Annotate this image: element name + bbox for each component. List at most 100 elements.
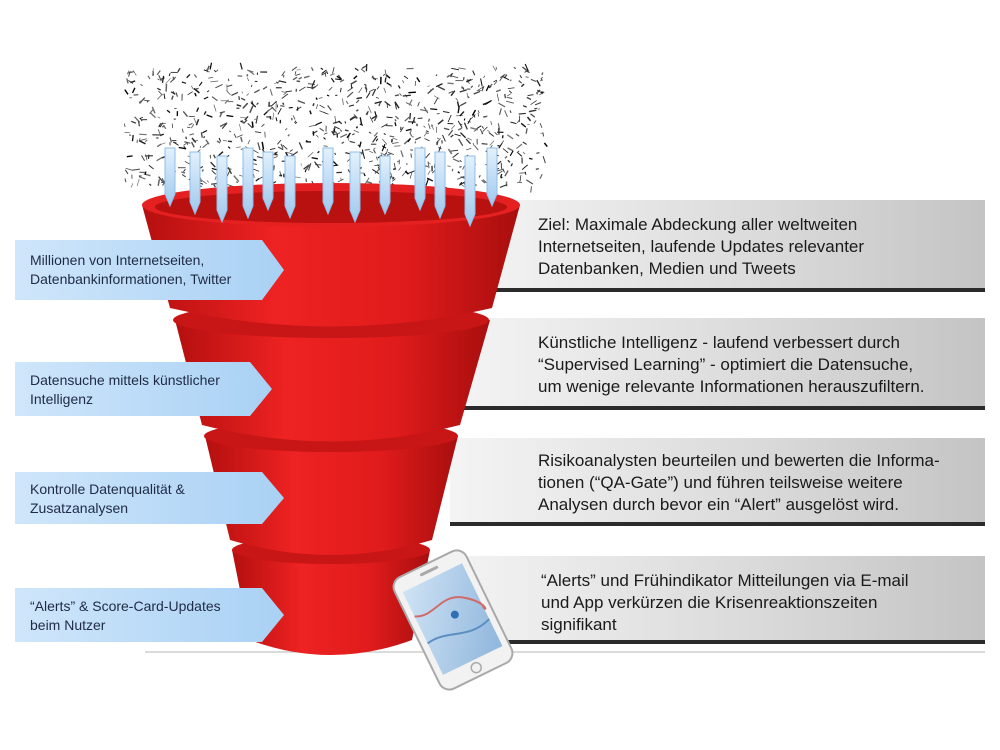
noise-stroke — [181, 81, 187, 84]
noise-stroke — [209, 62, 213, 70]
noise-stroke — [311, 79, 316, 88]
noise-stroke — [448, 90, 454, 94]
noise-stroke — [295, 73, 301, 76]
noise-stroke — [473, 114, 476, 118]
noise-stroke — [140, 138, 147, 141]
noise-stroke — [221, 123, 227, 129]
noise-stroke — [423, 132, 428, 137]
noise-stroke — [238, 96, 240, 100]
noise-stroke — [354, 67, 359, 72]
noise-stroke — [130, 80, 136, 84]
noise-stroke — [430, 108, 438, 111]
noise-stroke — [450, 134, 454, 138]
noise-stroke — [194, 92, 197, 97]
noise-stroke — [326, 70, 329, 75]
noise-stroke — [386, 148, 388, 154]
noise-stroke — [435, 83, 443, 88]
noise-stroke — [530, 113, 536, 118]
left-label-1-line-1: Millionen von Internetseiten, — [30, 252, 205, 268]
noise-stroke — [269, 89, 273, 96]
noise-stroke — [442, 134, 446, 142]
noise-stroke — [355, 126, 359, 129]
noise-stroke — [244, 116, 249, 121]
noise-stroke — [450, 75, 459, 79]
noise-stroke — [193, 74, 198, 78]
noise-stroke — [337, 178, 344, 183]
noise-stroke — [435, 138, 441, 144]
noise-stroke — [358, 87, 363, 94]
noise-stroke — [506, 100, 514, 104]
noise-stroke — [247, 122, 253, 129]
noise-stroke — [425, 153, 431, 159]
noise-stroke — [326, 94, 330, 97]
noise-stroke — [528, 109, 537, 113]
right-panel-3-line-3: Analysen durch bevor ein “Alert” ausgelö… — [538, 495, 899, 514]
noise-stroke — [274, 152, 278, 156]
noise-stroke — [368, 106, 372, 114]
left-label-arrow-2 — [15, 362, 272, 416]
noise-stroke — [145, 154, 148, 161]
noise-stroke — [506, 134, 514, 140]
noise-stroke — [423, 125, 426, 128]
noise-stroke — [497, 160, 502, 165]
noise-stroke — [277, 139, 282, 145]
data-noise-icon — [124, 62, 548, 194]
noise-stroke — [425, 178, 430, 186]
noise-stroke — [436, 112, 440, 115]
noise-stroke — [157, 116, 161, 119]
noise-stroke — [316, 134, 319, 138]
down-arrow-icon — [189, 151, 201, 216]
noise-stroke — [458, 138, 464, 147]
noise-stroke — [499, 73, 506, 79]
noise-stroke — [488, 85, 492, 89]
noise-stroke — [394, 119, 397, 122]
noise-stroke — [426, 177, 434, 182]
noise-stroke — [249, 105, 254, 114]
noise-stroke — [203, 111, 207, 116]
noise-stroke — [309, 110, 312, 115]
noise-stroke — [457, 120, 463, 128]
noise-stroke — [381, 143, 386, 152]
noise-stroke — [323, 132, 328, 135]
noise-stroke — [292, 76, 298, 81]
noise-stroke — [285, 90, 292, 93]
noise-stroke — [353, 75, 358, 80]
noise-stroke — [315, 97, 318, 100]
noise-stroke — [203, 96, 209, 100]
noise-stroke — [375, 156, 378, 161]
noise-stroke — [397, 85, 401, 89]
noise-stroke — [213, 184, 216, 188]
noise-stroke — [515, 133, 520, 137]
noise-stroke — [126, 155, 133, 158]
arrow-group — [164, 147, 498, 228]
down-arrow-icon — [216, 155, 228, 224]
noise-stroke — [281, 93, 289, 99]
noise-stroke — [427, 85, 431, 87]
noise-stroke — [467, 95, 470, 99]
noise-stroke — [466, 78, 472, 83]
noise-stroke — [392, 137, 398, 140]
noise-stroke — [481, 126, 484, 129]
noise-stroke — [494, 131, 498, 136]
noise-stroke — [219, 112, 223, 118]
noise-stroke — [507, 87, 515, 90]
noise-stroke — [452, 152, 459, 159]
noise-stroke — [402, 94, 411, 97]
noise-stroke — [250, 102, 257, 108]
noise-stroke — [177, 67, 181, 73]
noise-stroke — [254, 89, 260, 94]
noise-stroke — [360, 151, 363, 155]
noise-stroke — [334, 126, 340, 130]
noise-stroke — [201, 169, 205, 172]
noise-stroke — [172, 141, 179, 146]
noise-stroke — [161, 75, 165, 83]
noise-stroke — [405, 128, 412, 132]
noise-stroke — [530, 78, 537, 83]
noise-stroke — [246, 77, 250, 82]
down-arrow-icon — [379, 155, 391, 216]
noise-stroke — [191, 85, 194, 90]
right-panel-1-line-3: Datenbanken, Medien und Tweets — [538, 259, 796, 278]
right-panel-4 — [440, 556, 985, 644]
right-panel-1 — [470, 200, 985, 292]
